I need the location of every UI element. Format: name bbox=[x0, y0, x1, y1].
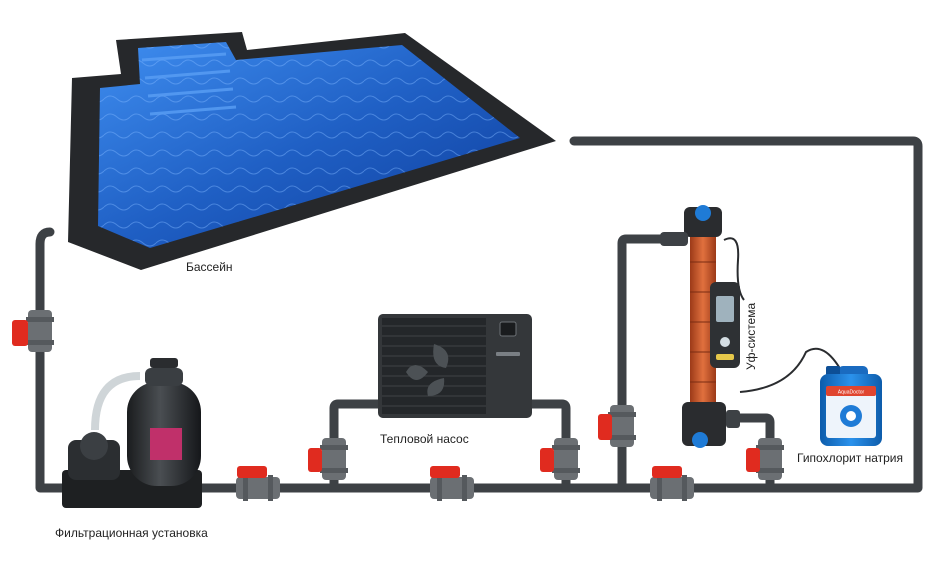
pool bbox=[68, 32, 556, 270]
uv-system bbox=[660, 205, 843, 448]
valve-pool-return[interactable] bbox=[12, 310, 54, 352]
uv-controller-button[interactable] bbox=[720, 337, 730, 347]
heat-pump-logo bbox=[496, 352, 520, 356]
chlorine-canister: AquaDoctor bbox=[820, 366, 882, 446]
pool-label: Бассейн bbox=[186, 260, 233, 274]
uv-dosing-cable bbox=[739, 347, 843, 393]
uv-bottom-cap bbox=[682, 402, 726, 446]
pipe-heatpump-in bbox=[329, 399, 383, 493]
filter-pump-lid bbox=[80, 432, 108, 460]
pipe-network bbox=[35, 136, 923, 493]
heat-pump-display[interactable] bbox=[499, 321, 517, 337]
valve-heatpump-in[interactable] bbox=[308, 438, 348, 480]
uv-controller-screen bbox=[716, 296, 734, 322]
filtration-unit bbox=[62, 358, 202, 508]
canister-brand: AquaDoctor bbox=[838, 390, 865, 396]
valve-main-2[interactable] bbox=[650, 466, 694, 501]
canister-logo-inner bbox=[846, 411, 856, 421]
pool-steps bbox=[141, 52, 237, 116]
heat-pump-grille-lines bbox=[382, 325, 486, 407]
uv-top-port bbox=[695, 205, 711, 221]
uv-top-cap bbox=[684, 207, 722, 237]
valve-uv-out[interactable] bbox=[746, 438, 784, 480]
uv-cable bbox=[723, 237, 745, 301]
filter-hose bbox=[91, 372, 141, 431]
uv-bottom-port bbox=[692, 432, 708, 448]
filter-tank-sticker bbox=[150, 428, 182, 460]
filter-valve-handle[interactable] bbox=[150, 358, 178, 368]
uv-outlet-fitting bbox=[726, 410, 740, 428]
filter-valve-head bbox=[145, 368, 183, 386]
pipe-uv-out bbox=[733, 413, 775, 493]
pool-water-ripple bbox=[98, 42, 520, 248]
pipe-main-line bbox=[185, 136, 923, 493]
canister-label-band bbox=[826, 386, 876, 396]
canister-cap bbox=[826, 366, 840, 376]
pipe-pool-return bbox=[35, 227, 123, 493]
valve-main-1[interactable] bbox=[236, 466, 280, 501]
valve-heatpump-out[interactable] bbox=[540, 438, 580, 480]
valve-main-bypass[interactable] bbox=[430, 466, 474, 501]
heat-pump bbox=[378, 314, 532, 418]
pipe-heatpump-out bbox=[527, 399, 571, 493]
heat-pump-label: Тепловой насос bbox=[380, 432, 469, 446]
fan-icon bbox=[406, 344, 449, 396]
valve-uv-in[interactable] bbox=[598, 405, 636, 447]
filter-label: Фильтрационная установка bbox=[55, 526, 208, 540]
uv-inlet-fitting bbox=[660, 232, 688, 246]
chlorine-label: Гипохлорит натрия bbox=[797, 451, 903, 465]
uv-controller-status bbox=[716, 354, 734, 360]
pipe-uv-in bbox=[617, 234, 669, 493]
uv-system-label: Уф-система bbox=[744, 302, 758, 370]
